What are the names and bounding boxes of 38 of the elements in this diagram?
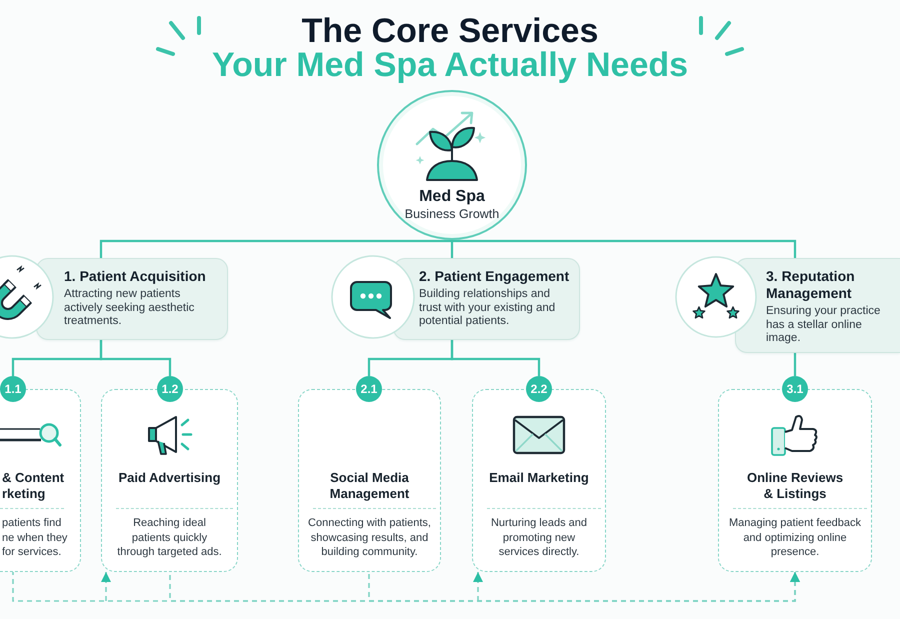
service-card (472, 376, 606, 572)
card-description: Building relationships and trust with your existing and potential patients. (419, 288, 556, 328)
connector-line (794, 352, 796, 376)
service-card (298, 376, 441, 572)
card-title: 2. Patient Engagement (419, 268, 570, 285)
card-description: Attracting new patients actively seeking aesthetic treatments. (64, 288, 196, 328)
service-title: Social Media Management (328, 470, 410, 502)
service-title: Paid Advertising (118, 470, 221, 486)
card-title: 1. Patient Acquisition (64, 268, 207, 285)
service-description: Nurturing leads and promoting new services directly. (490, 516, 588, 560)
service-title: Email Marketing (489, 470, 589, 486)
step-number: 2.2 (526, 376, 552, 402)
hub-title: Med Spa (419, 188, 485, 206)
service-card (718, 376, 872, 572)
connector-line (450, 240, 454, 258)
step-number: 2.1 (356, 376, 382, 402)
card-title: 3. Reputation Management (766, 268, 856, 302)
service-title: & Content rketing (2, 470, 66, 502)
service-description: Reaching ideal patients quickly through targeted ads. (116, 516, 223, 560)
connector-line (100, 238, 454, 258)
card-description: Ensuring your practice has a stellar online image. (766, 305, 882, 346)
dashed-arrow (473, 572, 483, 601)
connector-line (450, 238, 796, 258)
service-card (0, 376, 81, 572)
step-number: 1.1 (0, 376, 26, 402)
step-number: 3.1 (782, 376, 808, 402)
service-description: Connecting with patients, showcasing results, and building community. (307, 516, 432, 560)
category-card (36, 258, 228, 340)
dashed-arrow (101, 572, 111, 601)
service-description: Managing patient feedback and optimizing online presence. (728, 516, 862, 560)
connector-line (100, 340, 172, 376)
hub-subtitle: Business Growth (404, 207, 500, 222)
service-description: patients find ne when they for services. (1, 516, 68, 560)
step-number: 1.2 (157, 376, 183, 402)
connector-line (450, 340, 540, 376)
service-card (101, 376, 238, 572)
dashed-arrow (368, 572, 800, 602)
service-title: Online Reviews & Listings (746, 470, 844, 502)
